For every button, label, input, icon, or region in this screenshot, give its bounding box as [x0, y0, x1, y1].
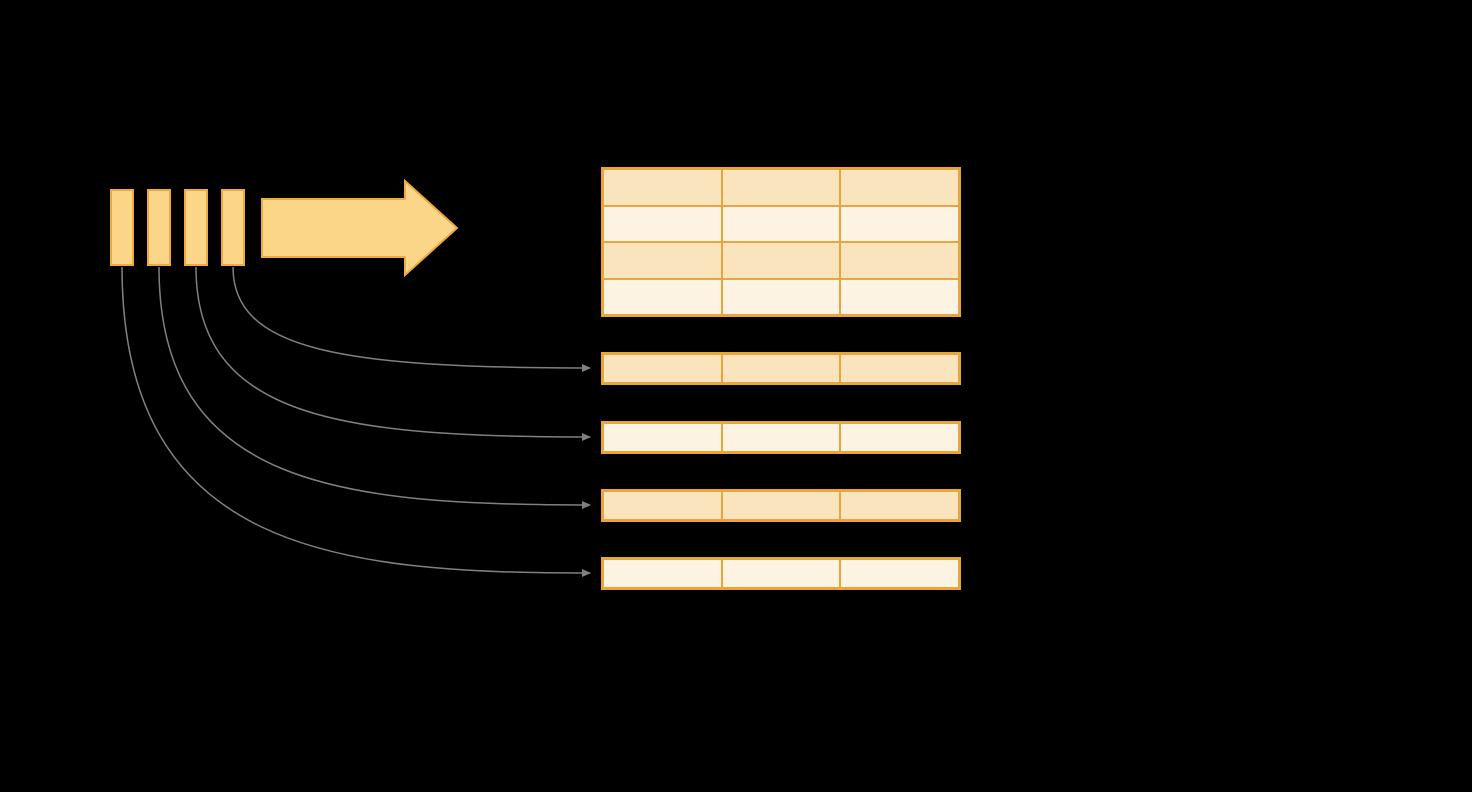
main-table [601, 167, 961, 317]
main-table-cell [721, 169, 841, 206]
row-table-cell [840, 559, 959, 588]
row-table-cell [840, 354, 959, 383]
row-table-cell [721, 559, 841, 588]
main-table-cell [840, 169, 959, 206]
connector-arrow-4 [121, 266, 591, 577]
row-table-cell [603, 491, 722, 520]
main-table-cell [603, 278, 722, 315]
row-table-cell [840, 491, 959, 520]
row-table-cell [721, 354, 841, 383]
row-table-4 [601, 557, 961, 590]
row-table-2 [601, 421, 961, 454]
stream-bar-2 [147, 189, 171, 266]
stream-bar-3 [184, 189, 208, 266]
stream-bars [110, 189, 245, 266]
main-table-cell [721, 205, 841, 242]
main-table-cell [603, 205, 722, 242]
row-table-cell [603, 559, 722, 588]
row-table-cell [721, 491, 841, 520]
row-table-cell [603, 354, 722, 383]
main-table-cell [721, 242, 841, 279]
connector-arrow-2 [195, 266, 591, 441]
row-table-cell [840, 423, 959, 452]
main-table-cell [721, 278, 841, 315]
row-table-cell [721, 423, 841, 452]
connector-group [121, 266, 591, 577]
main-table-cell [840, 205, 959, 242]
main-table-cell [603, 169, 722, 206]
stream-bar-1 [110, 189, 134, 266]
row-table-cell [603, 423, 722, 452]
flow-arrow-icon [261, 178, 459, 278]
stream-bar-4 [221, 189, 245, 266]
connector-arrow-3 [158, 266, 591, 509]
connector-arrow-1 [232, 266, 591, 372]
row-table-1 [601, 352, 961, 385]
row-table-3 [601, 489, 961, 522]
main-table-cell [840, 242, 959, 279]
main-table-cell [840, 278, 959, 315]
main-table-cell [603, 242, 722, 279]
